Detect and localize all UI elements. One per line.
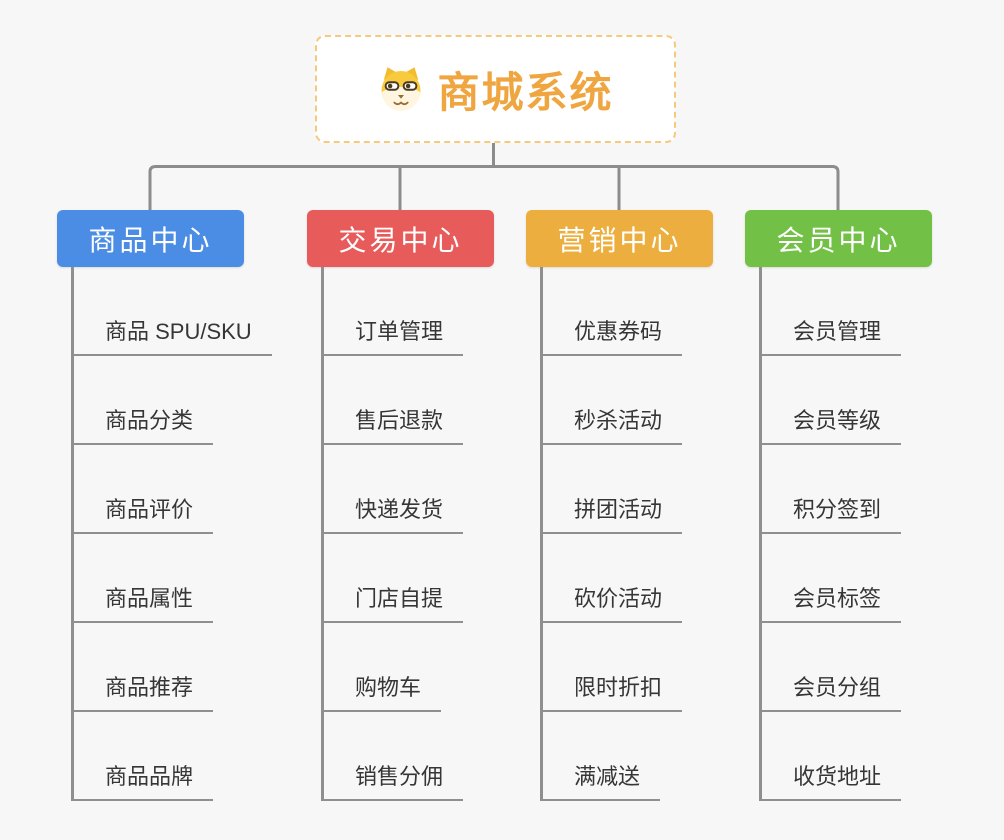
leaf-node[interactable]: 拼团活动 (540, 492, 683, 534)
leaf-node[interactable]: 砍价活动 (540, 581, 683, 623)
branch-node-2[interactable]: 交易中心 (307, 210, 494, 267)
branch-label: 会员中心 (776, 224, 901, 256)
branch-column: 商品中心 商品 SPU/SKU 商品分类 商品评价 商品属性 商品推荐 商品品牌 (57, 210, 307, 801)
leaf-node[interactable]: 商品品牌 (71, 759, 214, 801)
leaf-node[interactable]: 满减送 (540, 759, 661, 801)
leaf-node[interactable]: 积分签到 (759, 492, 902, 534)
leaf-node[interactable]: 商品推荐 (71, 670, 214, 712)
leaf-row: 门店自提 (307, 534, 557, 623)
leaf-row: 积分签到 (745, 445, 995, 534)
leaf-row: 会员管理 (745, 267, 995, 356)
branch-node-1[interactable]: 商品中心 (57, 210, 244, 267)
leaf-row: 秒杀活动 (526, 356, 776, 445)
leaf-row: 销售分佣 (307, 712, 557, 801)
branch-column: 交易中心 订单管理 售后退款 快递发货 门店自提 购物车 销售分佣 (307, 210, 557, 801)
leaf-row: 商品品牌 (57, 712, 307, 801)
leaf-node[interactable]: 商品评价 (71, 492, 214, 534)
leaf-node[interactable]: 销售分佣 (321, 759, 464, 801)
branch-node-3[interactable]: 营销中心 (526, 210, 713, 267)
leaf-list: 订单管理 售后退款 快递发货 门店自提 购物车 销售分佣 (307, 267, 557, 801)
leaf-node[interactable]: 限时折扣 (540, 670, 683, 712)
leaf-node[interactable]: 商品 SPU/SKU (71, 314, 272, 356)
leaf-node[interactable]: 商品分类 (71, 403, 214, 445)
leaf-row: 商品分类 (57, 356, 307, 445)
branch-trunk-line (321, 267, 324, 801)
leaf-node[interactable]: 售后退款 (321, 403, 464, 445)
leaf-row: 收货地址 (745, 712, 995, 801)
leaf-row: 拼团活动 (526, 445, 776, 534)
leaf-row: 会员标签 (745, 534, 995, 623)
leaf-list: 优惠券码 秒杀活动 拼团活动 砍价活动 限时折扣 满减送 (526, 267, 776, 801)
branch-label: 营销中心 (557, 224, 682, 256)
branch-label: 商品中心 (88, 224, 213, 256)
root-title: 商城系统 (437, 68, 614, 116)
branch-label: 交易中心 (338, 224, 463, 256)
leaf-node[interactable]: 商品属性 (71, 581, 214, 623)
branch-trunk-line (540, 267, 543, 801)
leaf-node[interactable]: 会员标签 (759, 581, 902, 623)
leaf-row: 快递发货 (307, 445, 557, 534)
leaf-row: 满减送 (526, 712, 776, 801)
leaf-row: 商品推荐 (57, 623, 307, 712)
leaf-node[interactable]: 快递发货 (321, 492, 464, 534)
branch-trunk-line (71, 267, 74, 801)
leaf-node[interactable]: 门店自提 (321, 581, 464, 623)
leaf-row: 购物车 (307, 623, 557, 712)
branch-node-4[interactable]: 会员中心 (745, 210, 932, 267)
branch-trunk-line (759, 267, 762, 801)
leaf-row: 商品评价 (57, 445, 307, 534)
root-node[interactable]: 商城系统 (315, 35, 676, 143)
branch-column: 会员中心 会员管理 会员等级 积分签到 会员标签 会员分组 收货地址 (745, 210, 995, 801)
leaf-row: 优惠券码 (526, 267, 776, 356)
leaf-row: 售后退款 (307, 356, 557, 445)
leaf-row: 订单管理 (307, 267, 557, 356)
leaf-row: 限时折扣 (526, 623, 776, 712)
leaf-row: 会员分组 (745, 623, 995, 712)
leaf-list: 商品 SPU/SKU 商品分类 商品评价 商品属性 商品推荐 商品品牌 (57, 267, 307, 801)
leaf-node[interactable]: 会员等级 (759, 403, 902, 445)
leaf-row: 会员等级 (745, 356, 995, 445)
leaf-row: 商品属性 (57, 534, 307, 623)
leaf-list: 会员管理 会员等级 积分签到 会员标签 会员分组 收货地址 (745, 267, 995, 801)
leaf-row: 商品 SPU/SKU (57, 267, 307, 356)
dog-face-icon (381, 67, 421, 112)
leaf-node[interactable]: 优惠券码 (540, 314, 683, 356)
leaf-node[interactable]: 购物车 (321, 670, 442, 712)
leaf-node[interactable]: 会员分组 (759, 670, 902, 712)
leaf-row: 砍价活动 (526, 534, 776, 623)
leaf-node[interactable]: 秒杀活动 (540, 403, 683, 445)
leaf-node[interactable]: 订单管理 (321, 314, 464, 356)
leaf-node[interactable]: 收货地址 (759, 759, 902, 801)
branch-column: 营销中心 优惠券码 秒杀活动 拼团活动 砍价活动 限时折扣 满减送 (526, 210, 776, 801)
leaf-node[interactable]: 会员管理 (759, 314, 902, 356)
